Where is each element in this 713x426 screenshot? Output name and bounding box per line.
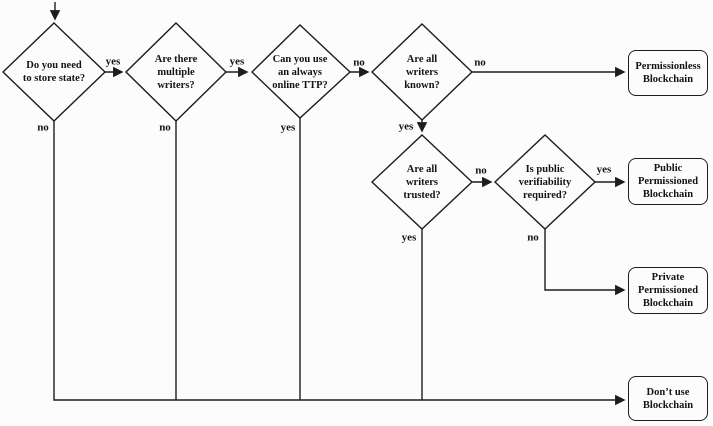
edge-label-public-verifiability-no: no (527, 231, 539, 244)
edge-label-writers-known-yes: yes (398, 120, 414, 133)
diamond-store-state-shape (1, 22, 107, 122)
diamond-public-verifiability-shape (493, 134, 597, 230)
outcome-dont-use-blockchain: Don’t use Blockchain (628, 376, 708, 421)
edge-label-public-verifiability-yes: yes (596, 163, 612, 176)
edge-label-multiple-writers-no: no (159, 121, 171, 134)
edge-label-online-ttp-no: no (353, 56, 365, 69)
edge-label-store-state-no: no (37, 121, 49, 134)
diamond-writers-known-shape (370, 23, 474, 121)
edge-label-multiple-writers-yes: yes (229, 55, 245, 68)
edge-public-verifiability-no-arrow (544, 229, 626, 296)
decision-diamonds (1, 22, 597, 230)
edge-store-state-no-arrow (53, 121, 626, 406)
outcome-public-permissioned-blockchain: Public Permissioned Blockchain (628, 158, 708, 205)
outcome-private-permissioned-blockchain: Private Permissioned Blockchain (628, 267, 708, 314)
connector-lines (175, 118, 423, 400)
edge-label-writers-known-no: no (474, 56, 486, 69)
diamond-multiple-writers-shape (124, 22, 228, 122)
outcome-permissionless-blockchain: Permissionless Blockchain (628, 50, 708, 96)
edge-label-writers-trusted-no: no (475, 164, 487, 177)
edge-label-store-state-yes: yes (105, 55, 121, 68)
diamond-writers-trusted-shape (370, 134, 474, 230)
edge-label-writers-trusted-yes: yes (401, 231, 417, 244)
edge-label-online-ttp-yes: yes (280, 121, 296, 134)
diamond-online-ttp-shape (250, 24, 352, 119)
arrow-lines (49, 2, 626, 406)
